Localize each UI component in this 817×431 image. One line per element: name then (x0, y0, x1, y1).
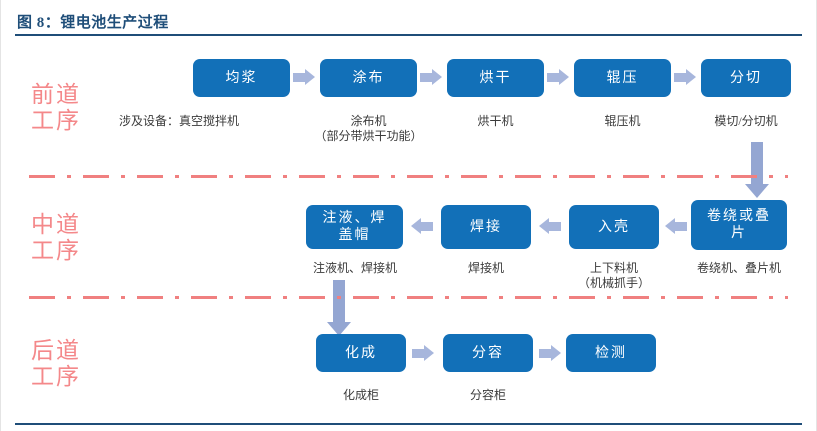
node-fenqie[interactable]: 分切 (701, 59, 791, 97)
stage-label-back: 后道 工序 (31, 338, 81, 389)
caption-gunya: 辊压机 (604, 114, 641, 128)
arrow-down-icon-front-to-middle (745, 142, 769, 198)
node-jiance[interactable]: 检测 (566, 334, 656, 372)
caption-fenrong: 分容柜 (469, 388, 506, 402)
caption-honggan: 烘干机 (477, 114, 514, 128)
arrow-right-icon (293, 69, 315, 86)
bottom-divider (15, 423, 802, 425)
arrow-left-icon (539, 218, 561, 235)
arrow-left-icon (665, 218, 687, 235)
caption-zhuye-hanmao: 注液机、焊接机 (312, 261, 397, 275)
caption-juanrao-diepian: 卷绕机、叠片机 (696, 261, 781, 275)
caption-hanjie: 焊接机 (467, 261, 504, 275)
node-zhuye-hanmao[interactable]: 注液、焊 盖帽 (306, 205, 403, 249)
node-tubu[interactable]: 涂布 (320, 59, 417, 97)
node-hanjie[interactable]: 焊接 (441, 205, 531, 249)
caption-ruke: 上下料机 （机械抓手） (577, 261, 650, 290)
caption-fenqie: 模切/分切机 (714, 114, 778, 128)
equipment-prefix-caption: 涉及设备：真空搅拌机 (119, 114, 240, 128)
title-divider (15, 34, 802, 36)
page-title: 图 8：锂电池生产过程 (17, 15, 169, 31)
arrow-right-icon (412, 345, 434, 362)
arrow-right-icon (547, 69, 569, 86)
node-junjiang[interactable]: 均浆 (193, 59, 290, 97)
node-honggan[interactable]: 烘干 (447, 59, 544, 97)
arrow-left-icon (411, 218, 433, 235)
node-fenrong[interactable]: 分容 (443, 334, 533, 372)
arrow-right-icon (674, 69, 696, 86)
arrow-right-icon (420, 69, 442, 86)
node-gunya[interactable]: 辊压 (574, 59, 671, 97)
stage-divider-1 (29, 175, 788, 178)
caption-tubu: 涂布机 （部分带烘干功能） (314, 114, 423, 143)
node-huacheng[interactable]: 化成 (316, 334, 406, 372)
caption-huacheng: 化成柜 (342, 388, 379, 402)
stage-label-middle: 中道 工序 (31, 212, 81, 263)
stage-divider-2 (29, 296, 788, 299)
stage-label-front: 前道 工序 (31, 82, 81, 133)
node-juanrao-diepian[interactable]: 卷绕或叠 片 (691, 200, 787, 250)
arrow-right-icon (539, 345, 561, 362)
node-ruke[interactable]: 入壳 (569, 205, 659, 249)
arrow-down-icon-middle-to-back (327, 280, 351, 336)
